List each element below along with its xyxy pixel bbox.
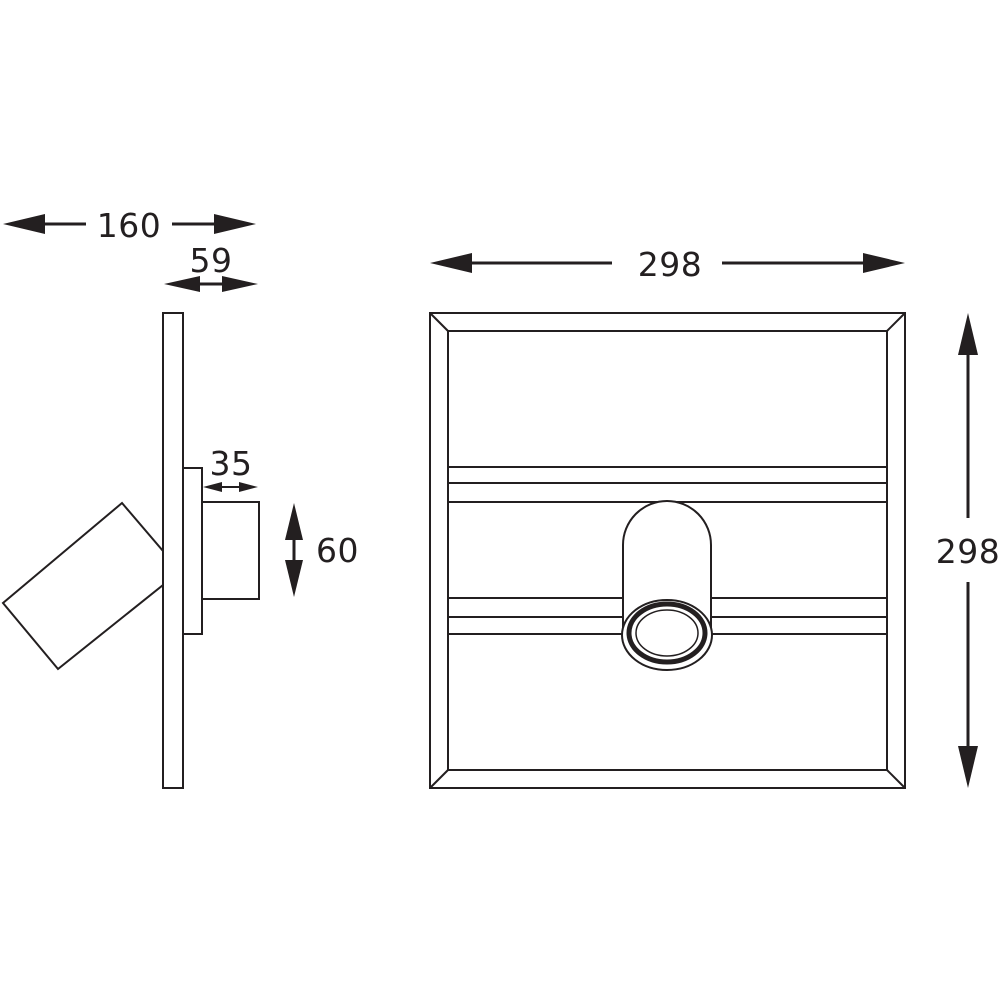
dim-side-base-depth: 59 (164, 241, 258, 292)
front-spotlight-lens-inner (635, 609, 699, 657)
dim-side-total-depth: 160 (3, 206, 256, 245)
side-mounting-block (182, 467, 203, 635)
side-wall-plate (162, 312, 184, 789)
front-upper-rail (448, 466, 887, 503)
side-view: 160 59 35 60 (1, 206, 359, 789)
bevel-top-left (429, 312, 449, 332)
dim-label-298-width: 298 (638, 245, 703, 284)
dim-label-60: 60 (316, 531, 359, 570)
bevel-bottom-left (429, 769, 449, 789)
dim-label-59: 59 (190, 241, 233, 280)
dim-front-height: 298 (936, 313, 1000, 788)
side-holder-box (201, 501, 260, 600)
side-spotlight-body (1, 501, 164, 671)
dim-side-holder-height: 60 (285, 503, 359, 597)
dim-side-holder-depth: 35 (203, 444, 258, 492)
dim-label-298-height: 298 (936, 532, 1000, 571)
front-view: 298 298 (429, 245, 1000, 789)
bevel-bottom-right (886, 769, 906, 789)
front-inner-frame (447, 330, 888, 771)
dim-front-width: 298 (430, 245, 905, 284)
bevel-top-right (886, 312, 906, 332)
dim-label-160: 160 (97, 206, 162, 245)
dim-label-35: 35 (210, 444, 253, 483)
